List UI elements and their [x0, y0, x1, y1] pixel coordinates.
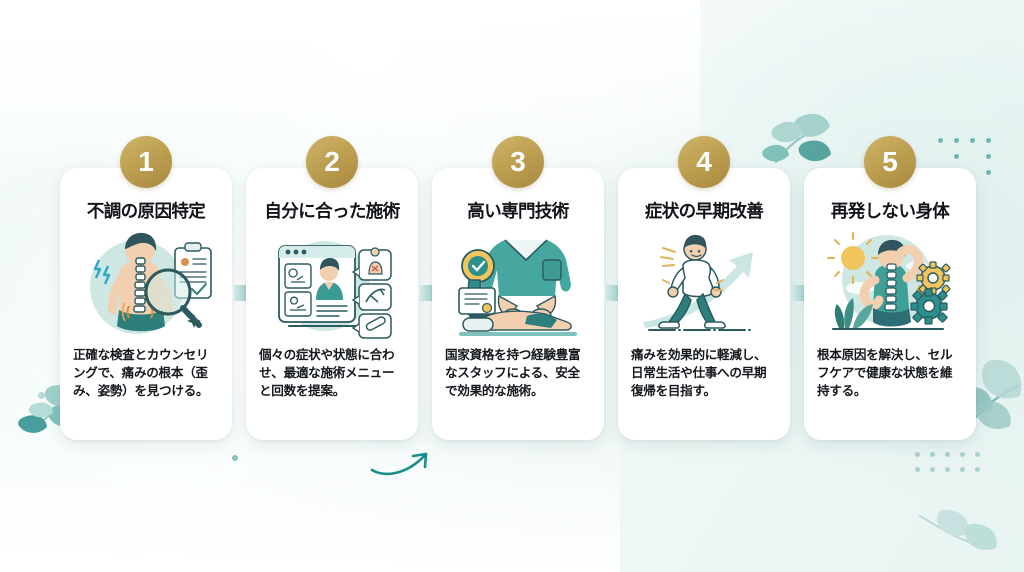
walking-person-recovery-icon: [643, 234, 754, 331]
dot-grid-top-right: [938, 138, 991, 175]
dot: [986, 138, 991, 143]
dot: [945, 452, 950, 457]
step-number-badge-4: 4: [678, 136, 730, 188]
step-illustration-2: [259, 229, 405, 341]
dot: [930, 467, 935, 472]
decorative-dot: [232, 455, 238, 461]
step-description-5: 根本原因を解決し、セルフケアで健康な状態を維持する。: [817, 347, 953, 398]
dot: [915, 452, 920, 457]
step-card-5[interactable]: 5 再発しない身体: [804, 136, 976, 440]
dot: [954, 154, 959, 159]
step-illustration-3: [445, 229, 591, 341]
step-number-badge-5: 5: [864, 136, 916, 188]
step-title-5: 再発しない身体: [830, 202, 950, 222]
step-card-3[interactable]: 3 高い専門技術: [432, 136, 604, 440]
dot: [975, 467, 980, 472]
step-title-2: 自分に合った施術: [264, 202, 400, 222]
step-card-2[interactable]: 2 自分に合った施術: [246, 136, 418, 440]
step-title-4: 症状の早期改善: [644, 202, 764, 222]
step-description-3: 国家資格を持つ経験豊富なスタッフによる、安全で効果的な施術。: [445, 347, 581, 398]
step-card-4[interactable]: 4 症状の早期改善: [618, 136, 790, 440]
step-number-badge-3: 3: [492, 136, 544, 188]
step-card-1[interactable]: 1 不調の原因特定: [60, 136, 232, 440]
dot: [960, 452, 965, 457]
step-number-badge-2: 2: [306, 136, 358, 188]
certified-therapist-massage-icon: [458, 237, 577, 336]
dot-grid-bottom-right: [915, 452, 980, 472]
dot: [930, 452, 935, 457]
dot: [986, 154, 991, 159]
step-illustration-1: [73, 229, 219, 341]
dot: [954, 138, 959, 143]
step-description-4: 痛みを効果的に軽減し、日常生活や仕事への早期復帰を目指す。: [631, 347, 767, 398]
step-description-2: 個々の症状や状態に合わせ、最適な施術メニューと回数を提案。: [259, 347, 395, 398]
step-illustration-4: [631, 229, 777, 341]
dot: [975, 452, 980, 457]
step-illustration-5: [817, 229, 963, 341]
step-description-1: 正確な検査とカウンセリングで、痛みの根本（歪み、姿勢）を見つける。: [73, 347, 209, 398]
dot: [915, 467, 920, 472]
treatment-menu-screen-icon: [278, 241, 392, 339]
decorative-dot: [38, 392, 45, 399]
dot: [970, 138, 975, 143]
dot: [986, 170, 991, 175]
step-title-3: 高い専門技術: [467, 202, 569, 222]
dot: [945, 467, 950, 472]
step-title-1: 不調の原因特定: [86, 202, 206, 222]
spine-examination-magnifier-icon: [90, 232, 212, 334]
step-number-badge-1: 1: [120, 136, 172, 188]
healthy-spine-sun-gears-icon: [827, 232, 951, 330]
dot: [960, 467, 965, 472]
dot: [938, 138, 943, 143]
